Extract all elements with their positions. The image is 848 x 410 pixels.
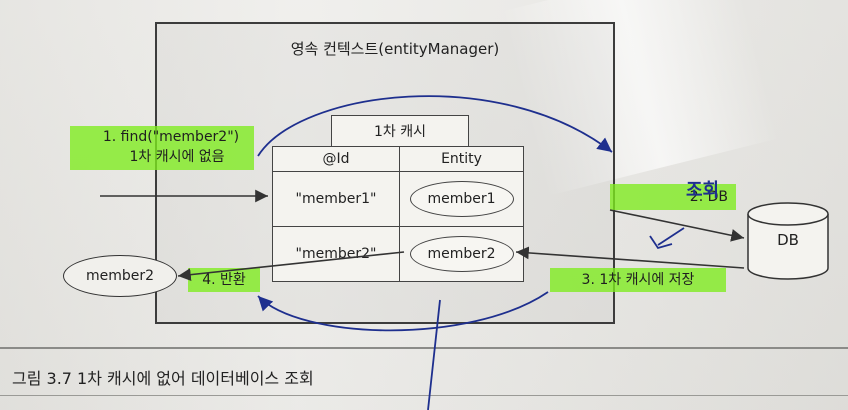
database-cylinder-icon bbox=[747, 202, 829, 280]
page-bottom-rule bbox=[0, 395, 848, 396]
cache-store-arrow bbox=[515, 246, 745, 269]
pen-arc-top bbox=[257, 95, 613, 157]
return-arrow bbox=[177, 251, 405, 282]
cache-key-member1: "member1" bbox=[272, 171, 400, 227]
db-query-arrow bbox=[609, 209, 745, 242]
pen-arc-bottom bbox=[257, 291, 549, 332]
step4-label: 4. 반환 bbox=[188, 268, 260, 292]
cache-row-member2: "member2" member2 bbox=[272, 226, 524, 282]
caption-divider bbox=[0, 347, 848, 349]
persistence-context-title: 영속 컨텍스트(entityManager) bbox=[290, 40, 500, 58]
cache-row-member1: "member1" member1 bbox=[272, 171, 524, 227]
pen-down-tip bbox=[649, 235, 673, 250]
pen-down-stroke bbox=[657, 227, 685, 246]
cache-entity-member1: member1 bbox=[409, 181, 514, 217]
cache-header-entity: Entity bbox=[399, 146, 524, 172]
handwritten-note: 조회 bbox=[686, 180, 720, 201]
step1-line1: 1. find("member2") bbox=[102, 129, 240, 145]
figure-caption: 그림 3.7 1차 캐시에 없어 데이터베이스 조회 bbox=[12, 369, 314, 388]
step3-label: 3. 1차 캐시에 저장 bbox=[550, 268, 726, 292]
step1-line2: 1차 캐시에 없음 bbox=[129, 149, 225, 165]
cache-entity-member2: member2 bbox=[409, 236, 514, 272]
persistence-context-box bbox=[155, 22, 615, 324]
cache-entity-cell-member1: member1 bbox=[399, 171, 524, 227]
first-level-cache-table: @Id Entity "member1" member1 "member2" m… bbox=[272, 146, 524, 282]
step2-label: 2. DB bbox=[610, 184, 736, 210]
returned-entity-member2: member2 bbox=[63, 255, 177, 297]
first-level-cache-title: 1차 캐시 bbox=[331, 115, 469, 147]
step1-label: 1. find("member2") 1차 캐시에 없음 bbox=[70, 126, 254, 170]
database-label: DB bbox=[777, 231, 799, 249]
pen-tail-stroke bbox=[427, 299, 441, 410]
